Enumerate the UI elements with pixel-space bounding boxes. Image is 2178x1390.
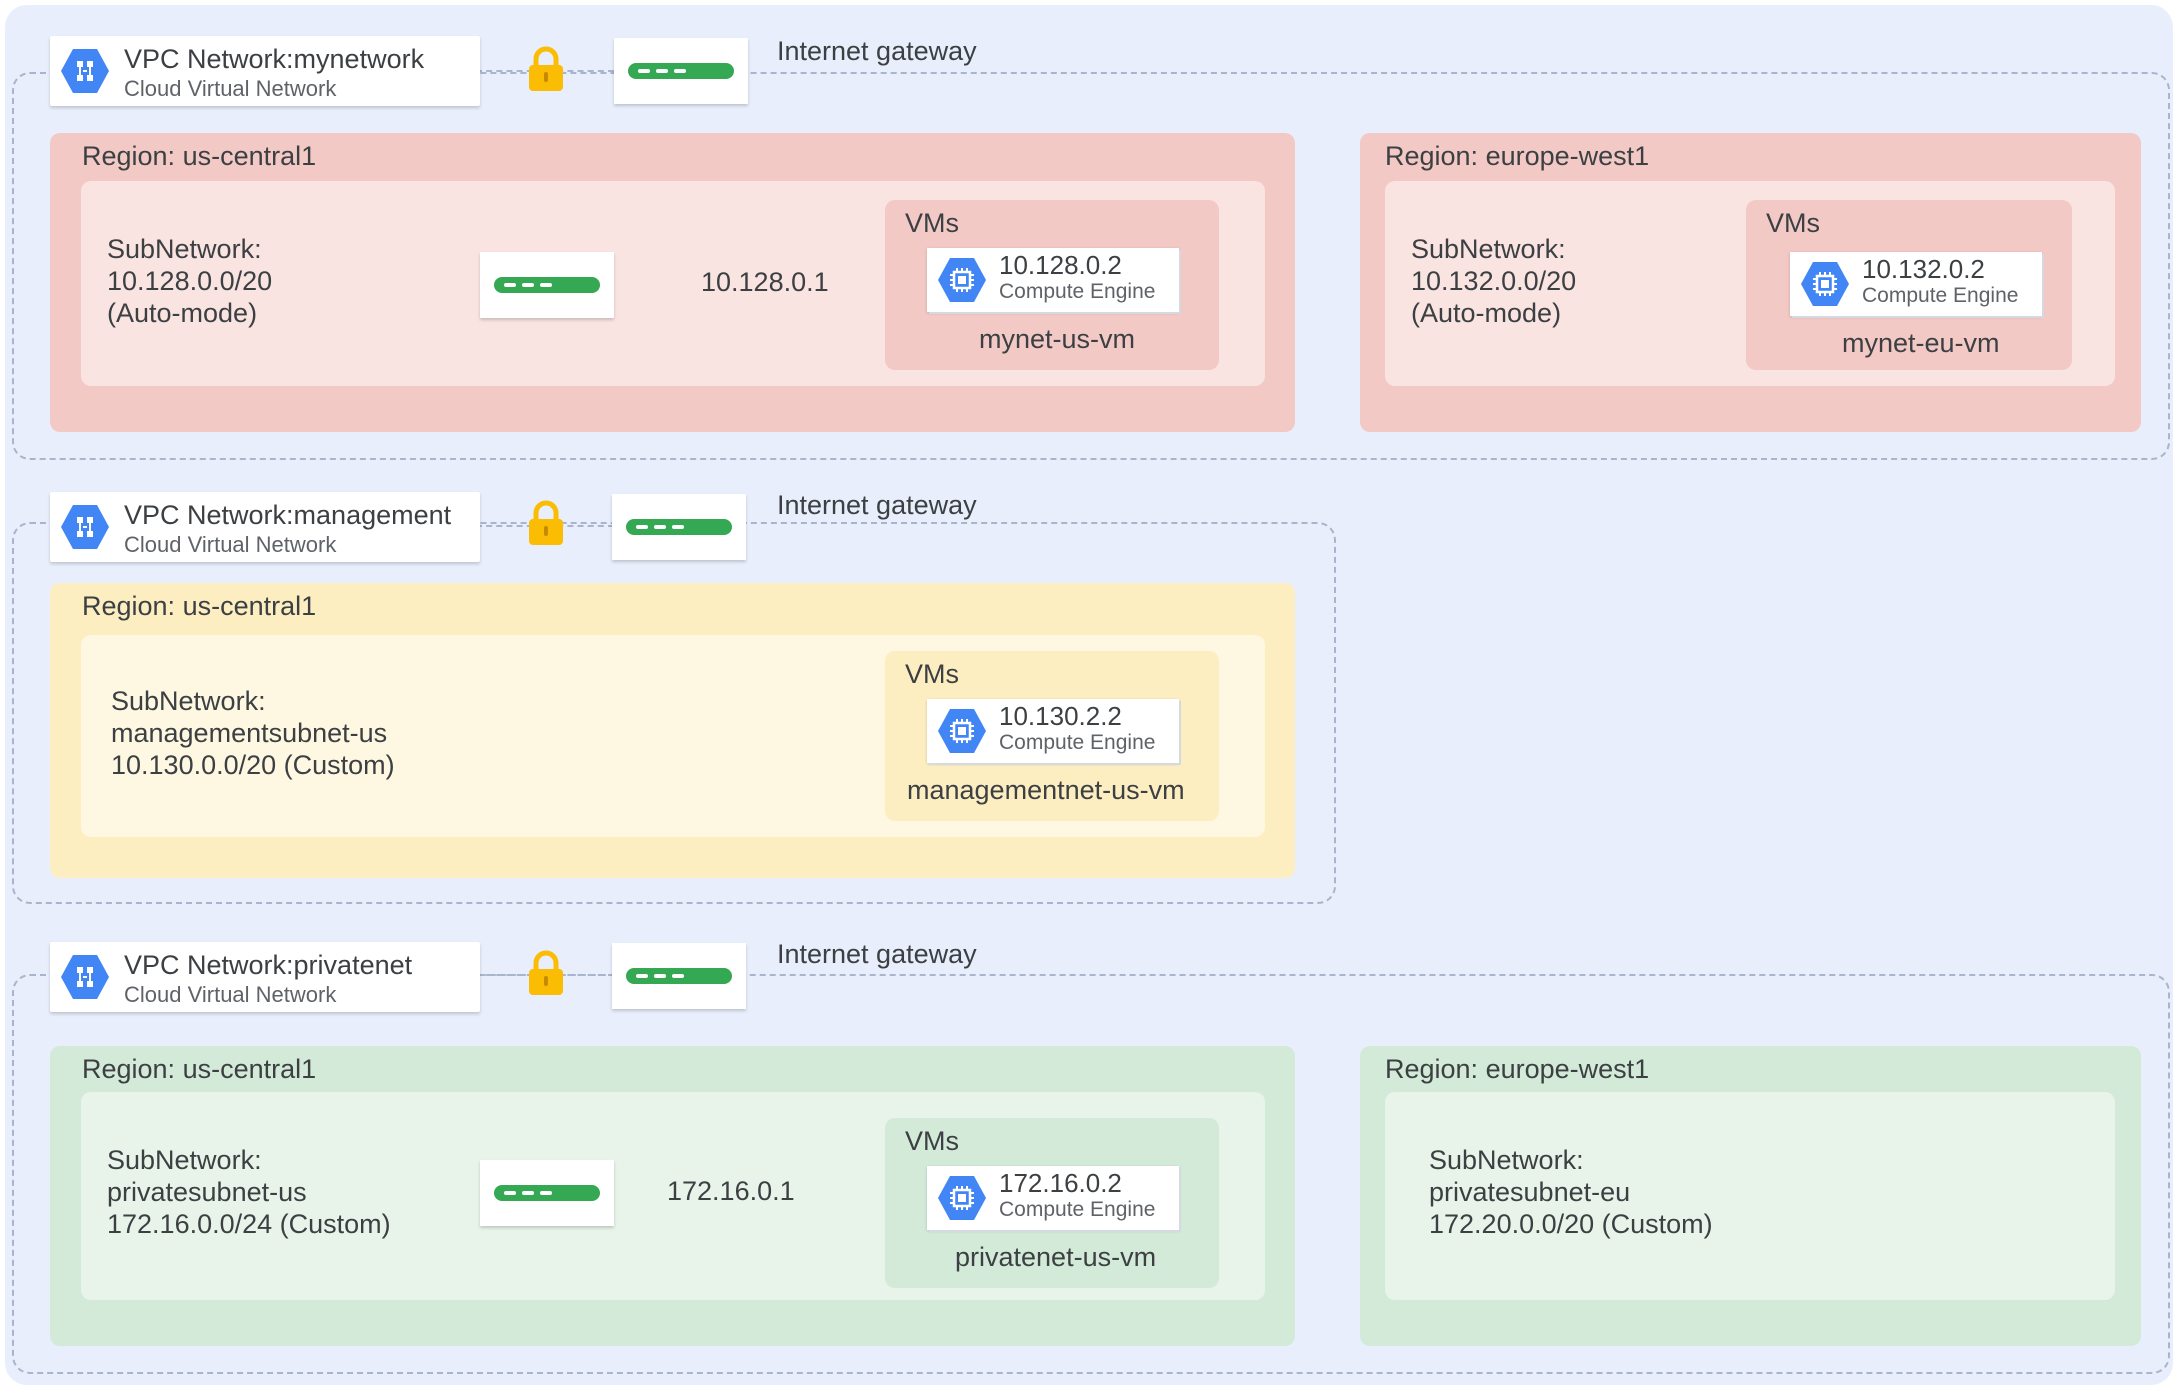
router-ip: 172.16.0.1 bbox=[667, 1176, 795, 1206]
vpc-network-subtitle: Cloud Virtual Network bbox=[124, 532, 337, 557]
vm-service: Compute Engine bbox=[999, 731, 1156, 754]
vm-ip: 10.132.0.2 bbox=[1862, 254, 1985, 284]
router-ip: 10.128.0.1 bbox=[701, 267, 829, 297]
lock-icon bbox=[529, 950, 563, 995]
vm-card-mynet-us-vm[interactable]: 10.128.0.2 Compute Engine bbox=[927, 248, 1179, 312]
vms-group: VMs 10.132.0.2 Compute Engine mynet-eu-v… bbox=[1746, 200, 2072, 370]
subnetwork-text: SubNetwork: privatesubnet-us 172.16.0.0/… bbox=[107, 1145, 391, 1239]
compute-engine-hex-icon bbox=[1801, 262, 1849, 306]
subnetwork-text: SubNetwork: managementsubnet-us 10.130.0… bbox=[111, 686, 395, 780]
gateway-bar-icon bbox=[626, 519, 732, 535]
subnetwork-mynetwork-eu[interactable]: SubNetwork: 10.132.0.0/20 (Auto-mode) VM… bbox=[1385, 181, 2115, 386]
vm-card-managementnet-us-vm[interactable]: 10.130.2.2 Compute Engine bbox=[927, 699, 1179, 763]
region-europe-west1-privatenet: Region: europe-west1 SubNetwork: private… bbox=[1360, 1046, 2141, 1346]
vms-label: VMs bbox=[1766, 208, 1820, 238]
internet-gateway-label: Internet gateway bbox=[777, 939, 977, 969]
internet-gateway-label: Internet gateway bbox=[777, 490, 977, 520]
vms-label: VMs bbox=[905, 208, 959, 238]
vpc-network-title: VPC Network:mynetwork bbox=[124, 44, 425, 74]
lock-icon bbox=[529, 500, 563, 545]
region-us-central1-management: Region: us-central1 SubNetwork: manageme… bbox=[50, 583, 1295, 878]
vm-service: Compute Engine bbox=[1862, 284, 2019, 307]
vm-ip: 10.130.2.2 bbox=[999, 701, 1122, 731]
vms-label: VMs bbox=[905, 659, 959, 689]
lock-icon bbox=[529, 46, 563, 91]
privatenet-boundary bbox=[12, 974, 2170, 1374]
vms-group: VMs 10.128.0.2 Compute Engine mynet-us-v… bbox=[885, 200, 1219, 370]
compute-engine-hex-icon bbox=[938, 258, 986, 302]
vpc-network-title: VPC Network:management bbox=[124, 500, 452, 530]
region-us-central1-privatenet: Region: us-central1 SubNetwork: privates… bbox=[50, 1046, 1295, 1346]
vm-ip: 10.128.0.2 bbox=[999, 250, 1122, 280]
subnetwork-text: SubNetwork: privatesubnet-eu 172.20.0.0/… bbox=[1429, 1145, 1713, 1239]
cloud-vpc-hex-icon bbox=[61, 49, 109, 93]
region-label: Region: us-central1 bbox=[82, 591, 317, 621]
gateway-bar-icon bbox=[628, 63, 734, 79]
cloud-vpc-hex-icon bbox=[61, 955, 109, 999]
subnetwork-mynetwork-us[interactable]: SubNetwork: 10.128.0.0/20 (Auto-mode) 10… bbox=[81, 181, 1265, 386]
region-europe-west1-mynetwork: Region: europe-west1 SubNetwork: 10.132.… bbox=[1360, 133, 2141, 432]
internet-gateway-label: Internet gateway bbox=[777, 36, 977, 66]
region-label: Region: us-central1 bbox=[82, 1054, 317, 1084]
vpc-network-card-privatenet[interactable]: VPC Network:privatenet Cloud Virtual Net… bbox=[50, 942, 480, 1012]
internet-gateway-card-privatenet[interactable] bbox=[612, 943, 746, 1009]
region-label: Region: us-central1 bbox=[82, 141, 317, 171]
region-label: Region: europe-west1 bbox=[1385, 1054, 1650, 1084]
mynetwork-boundary bbox=[12, 72, 2170, 460]
subnetwork-text: SubNetwork: 10.132.0.0/20 (Auto-mode) bbox=[1411, 234, 1577, 328]
vm-name: mynet-us-vm bbox=[979, 324, 1136, 354]
vm-name: managementnet-us-vm bbox=[907, 775, 1185, 805]
gateway-bar-icon bbox=[626, 968, 732, 984]
vm-name: mynet-eu-vm bbox=[1842, 328, 2000, 358]
vm-card-privatenet-us-vm[interactable]: 172.16.0.2 Compute Engine bbox=[927, 1166, 1179, 1230]
vms-group: VMs 10.130.2.2 Compute Engine management… bbox=[885, 651, 1219, 821]
internet-gateway-card-management[interactable] bbox=[612, 494, 746, 560]
vms-label: VMs bbox=[905, 1126, 959, 1156]
vpc-network-title: VPC Network:privatenet bbox=[124, 950, 413, 980]
router-card[interactable] bbox=[480, 252, 614, 318]
compute-engine-hex-icon bbox=[938, 709, 986, 753]
subnetwork-privatenet-us[interactable]: SubNetwork: privatesubnet-us 172.16.0.0/… bbox=[81, 1092, 1265, 1300]
gateway-bar-icon bbox=[494, 1185, 600, 1201]
vpc-network-card-management[interactable]: VPC Network:management Cloud Virtual Net… bbox=[50, 492, 480, 562]
vm-card-mynet-eu-vm[interactable]: 10.132.0.2 Compute Engine bbox=[1790, 252, 2042, 316]
subnetwork-privatenet-eu[interactable]: SubNetwork: privatesubnet-eu 172.20.0.0/… bbox=[1385, 1092, 2115, 1300]
vms-group: VMs 172.16.0.2 Compute Engine privatenet… bbox=[885, 1118, 1219, 1288]
compute-engine-hex-icon bbox=[938, 1176, 986, 1220]
vpc-network-subtitle: Cloud Virtual Network bbox=[124, 982, 337, 1007]
internet-gateway-card-mynetwork[interactable] bbox=[614, 38, 748, 104]
subnetwork-management-us[interactable]: SubNetwork: managementsubnet-us 10.130.0… bbox=[81, 635, 1265, 837]
vm-service: Compute Engine bbox=[999, 280, 1156, 303]
vm-name: privatenet-us-vm bbox=[955, 1242, 1157, 1272]
router-card[interactable] bbox=[480, 1160, 614, 1226]
region-us-central1-mynetwork: Region: us-central1 SubNetwork: 10.128.0… bbox=[50, 133, 1295, 432]
cloud-vpc-hex-icon bbox=[61, 505, 109, 549]
vpc-network-subtitle: Cloud Virtual Network bbox=[124, 76, 337, 101]
region-label: Region: europe-west1 bbox=[1385, 141, 1650, 171]
vm-ip: 172.16.0.2 bbox=[999, 1168, 1122, 1198]
subnetwork-text: SubNetwork: 10.128.0.0/20 (Auto-mode) bbox=[107, 234, 273, 328]
vpc-network-card-mynetwork[interactable]: VPC Network:mynetwork Cloud Virtual Netw… bbox=[50, 36, 480, 106]
gateway-bar-icon bbox=[494, 277, 600, 293]
vm-service: Compute Engine bbox=[999, 1198, 1156, 1221]
